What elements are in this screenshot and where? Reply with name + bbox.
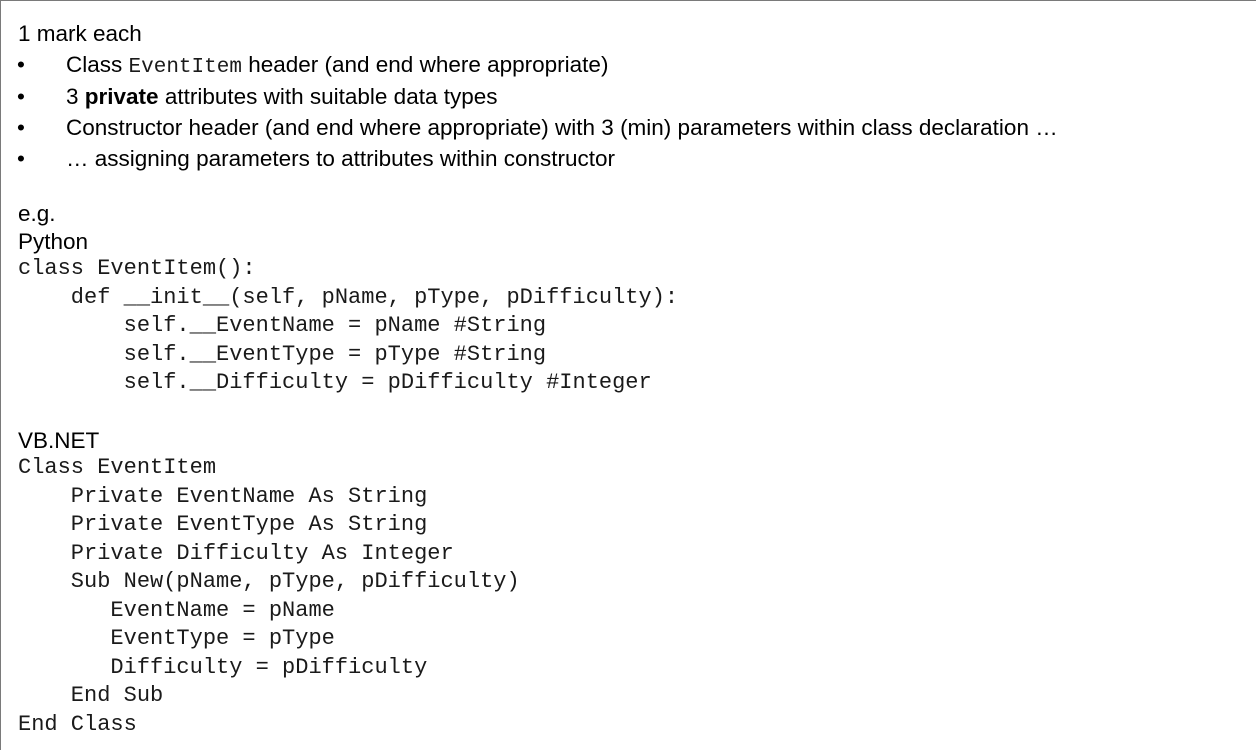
code-line: Private EventType As String [18, 512, 428, 537]
code-line: End Class [18, 711, 137, 737]
example-label: e.g. [18, 201, 56, 226]
code-line: Class EventItem [18, 455, 217, 480]
code-line: self.__EventName = pName #String [18, 313, 547, 338]
criterion-text: Constructor header (and end where approp… [66, 115, 1058, 140]
code-line: class EventItem(): [18, 256, 256, 281]
code-line: Private Difficulty As Integer [18, 540, 454, 566]
code-line: Sub New(pName, pType, pDifficulty) [18, 569, 520, 594]
bullet-icon: • [17, 52, 25, 77]
criterion-text: Class EventItem header (and end where ap… [66, 52, 609, 79]
code-line: def __init__(self, pName, pType, pDiffic… [18, 284, 679, 310]
code-line: EventType = pType [18, 626, 335, 651]
bullet-icon: • [17, 115, 25, 140]
private-keyword: private [84, 84, 159, 109]
code-line: self.__Difficulty = pDifficulty #Integer [18, 370, 652, 395]
criterion-text: … assigning parameters to attributes wit… [66, 146, 615, 171]
code-line: Private EventName As String [18, 483, 428, 509]
code-line: End Sub [18, 683, 164, 708]
python-heading: Python [18, 229, 89, 254]
vbnet-heading: VB.NET [18, 428, 100, 453]
criterion-text: 3 private attributes with suitable data … [66, 84, 498, 109]
code-line: Difficulty = pDifficulty [18, 654, 428, 680]
class-name-code: EventItem [128, 56, 242, 79]
code-line: EventName = pName [18, 597, 335, 623]
code-line: self.__EventType = pType #String [18, 341, 547, 367]
bullet-icon: • [17, 146, 25, 171]
bullet-icon: • [17, 84, 25, 109]
marks-intro: 1 mark each [18, 21, 142, 46]
